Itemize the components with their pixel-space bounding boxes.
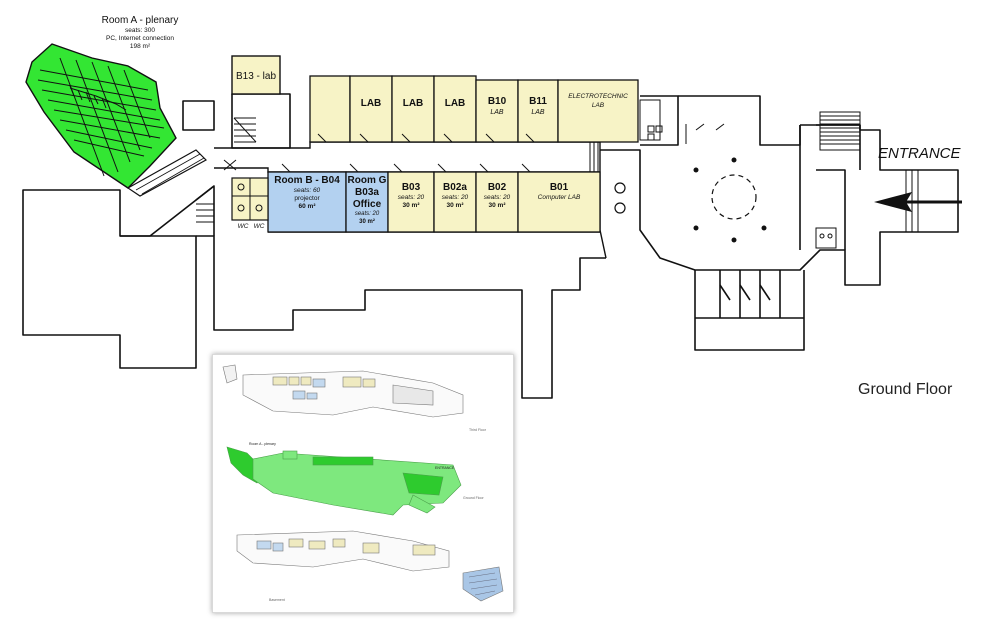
floor-title: Ground Floor <box>858 381 953 398</box>
thumbnail-room-a-label: Room A - plenary <box>249 442 276 446</box>
b02a-area: 30 m² <box>447 202 465 209</box>
b02a-seats: seats: 20 <box>442 194 469 201</box>
lab-label-b10: B10 <box>488 96 507 107</box>
lab-room-2[interactable] <box>349 75 393 143</box>
wc-label-2: WC <box>254 223 265 230</box>
lab-label-b11: B11 <box>529 96 547 107</box>
lab-sub-b11: LAB <box>531 109 545 116</box>
room-b02[interactable]: B02 seats: 20 30 m² <box>475 171 519 233</box>
thumbnail-entrance-label: ENTRANCE <box>435 466 455 470</box>
north-doors <box>317 133 599 172</box>
electrotechnic-lab[interactable] <box>557 79 639 143</box>
b03-area: 30 m² <box>403 202 421 209</box>
electrotechnic-label-1: ELECTROTECHNIC <box>568 93 628 100</box>
thumbnail-upper-label: Third Floor <box>469 428 487 432</box>
b02a-name: B02a <box>443 182 467 193</box>
room-a-area: 198 m² <box>130 43 151 50</box>
room-b03[interactable]: B03 seats: 20 30 m² <box>387 171 435 233</box>
room-a-equipment: PC, Internet connection <box>106 35 174 42</box>
plenary-seat-rows <box>37 57 165 177</box>
room-a-plenary[interactable] <box>25 43 207 197</box>
b03-seats: seats: 20 <box>398 194 425 201</box>
electrotechnic-label-2: LAB <box>592 102 605 109</box>
south-doors <box>281 163 531 173</box>
room-b02a[interactable]: B02a seats: 20 30 m² <box>433 171 477 233</box>
b13-lab[interactable]: B13 - lab <box>231 55 281 143</box>
entrance-arrow-icon <box>874 192 962 212</box>
north-lab-row <box>309 75 639 143</box>
b03-name: B03 <box>402 182 421 193</box>
room-b01[interactable]: B01 Computer LAB <box>517 171 601 233</box>
room-a-seats: seats: 300 <box>125 27 155 34</box>
room-b-b04[interactable]: Room B - B04 seats: 60 projector 60 m² <box>267 171 347 233</box>
room-g-area: 30 m² <box>359 218 375 225</box>
room-g-name: Room G <box>348 175 387 186</box>
floors-overview-thumbnail[interactable]: Third Floor Room A - plenary ENTRANCE Gr… <box>212 354 514 613</box>
room-g-sub: Office <box>353 199 382 210</box>
thumbnail-upper-floor <box>222 364 464 418</box>
room-b-equipment: projector <box>294 195 320 202</box>
b13-label: B13 - lab <box>236 71 276 82</box>
room-b-name: Room B - B04 <box>274 175 340 186</box>
room-b-area: 60 m² <box>299 203 317 210</box>
lab-room-b10[interactable] <box>475 79 519 143</box>
lab-room-1[interactable] <box>309 75 351 143</box>
b02-area: 30 m² <box>489 202 507 209</box>
lobby-dome <box>711 174 757 220</box>
b02-seats: seats: 20 <box>484 194 511 201</box>
thumbnail-basement <box>236 530 504 602</box>
lab-room-b11[interactable] <box>517 79 559 143</box>
room-g-code: B03a <box>355 187 379 198</box>
room-a-name: Room A - plenary <box>102 15 179 26</box>
b01-sub: Computer LAB <box>538 194 581 201</box>
wc-block[interactable]: WC WC <box>231 177 269 230</box>
lab-label-3: LAB <box>445 98 466 109</box>
wc-label-1: WC <box>238 223 249 230</box>
b01-name: B01 <box>550 182 569 193</box>
room-b-seats: seats: 60 <box>294 187 321 194</box>
b02-name: B02 <box>488 182 507 193</box>
lab-label-1: LAB <box>361 98 382 109</box>
thumbnail-ground-floor <box>226 446 462 516</box>
thumbnail-svg: Third Floor Room A - plenary ENTRANCE Gr… <box>222 364 504 602</box>
thumbnail-ground-label: Ground Floor <box>463 496 484 500</box>
building-outline <box>22 93 959 399</box>
room-g-seats: seats: 20 <box>355 211 380 217</box>
thumbnail-basement-label: Basement <box>269 598 285 602</box>
lab-label-2: LAB <box>403 98 424 109</box>
lab-sub-b10: LAB <box>490 109 504 116</box>
west-stairs-icon <box>196 159 237 223</box>
lab-room-3[interactable] <box>391 75 435 143</box>
lab-room-4[interactable] <box>433 75 477 143</box>
b13-stairs-icon <box>233 117 257 143</box>
lobby <box>614 157 767 243</box>
entrance-label: ENTRANCE <box>878 145 962 162</box>
stairs-east-icon <box>639 99 861 151</box>
room-g-b03a[interactable]: Room G B03a Office seats: 20 30 m² <box>345 171 389 233</box>
